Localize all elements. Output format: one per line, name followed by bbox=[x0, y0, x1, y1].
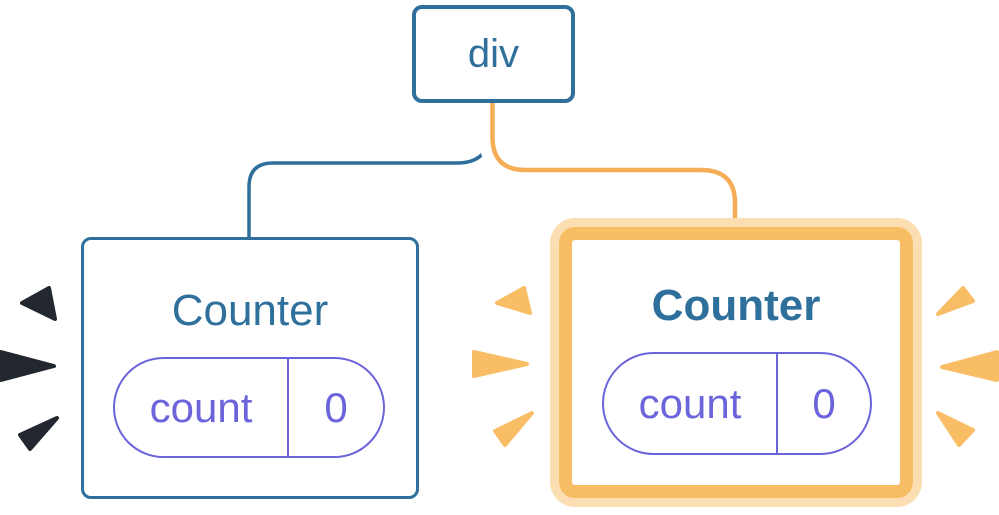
state-key-cell: count bbox=[604, 354, 778, 453]
state-key-label: count bbox=[149, 383, 253, 431]
render-spark-icon bbox=[936, 286, 975, 316]
render-sparks-left-counter bbox=[0, 286, 59, 451]
edge-div-to-right-counter-casing bbox=[479, 101, 749, 220]
state-key-cell: count bbox=[115, 359, 289, 456]
render-spark-icon bbox=[18, 416, 59, 451]
state-key-label: count bbox=[638, 379, 742, 427]
root-node-div: div bbox=[412, 5, 575, 103]
root-node-label: div bbox=[467, 31, 520, 76]
edge-div-to-right-counter bbox=[490, 101, 738, 233]
edge-div-to-left-counter bbox=[247, 103, 492, 240]
render-spark-icon bbox=[493, 411, 534, 447]
render-spark-icon bbox=[940, 350, 999, 382]
state-value-cell: 0 bbox=[289, 359, 383, 456]
right-counter-state-pill: count 0 bbox=[602, 352, 872, 455]
render-spark-icon bbox=[936, 411, 975, 447]
state-value-cell: 0 bbox=[778, 354, 870, 453]
state-value-label: 0 bbox=[812, 379, 836, 427]
render-sparks-right-counter-left bbox=[472, 286, 534, 447]
render-sparks-right-counter-right bbox=[936, 286, 999, 447]
left-counter-state-pill: count 0 bbox=[113, 357, 385, 458]
render-spark-icon bbox=[472, 350, 529, 378]
render-spark-icon bbox=[20, 286, 57, 321]
left-counter-node: Counter count 0 bbox=[81, 237, 419, 499]
render-spark-icon bbox=[0, 350, 56, 382]
render-spark-icon bbox=[495, 286, 532, 315]
right-counter-title: Counter bbox=[651, 281, 821, 330]
state-value-label: 0 bbox=[324, 383, 348, 431]
right-counter-node-highlighted: Counter count 0 bbox=[559, 227, 913, 498]
left-counter-title: Counter bbox=[171, 286, 329, 335]
